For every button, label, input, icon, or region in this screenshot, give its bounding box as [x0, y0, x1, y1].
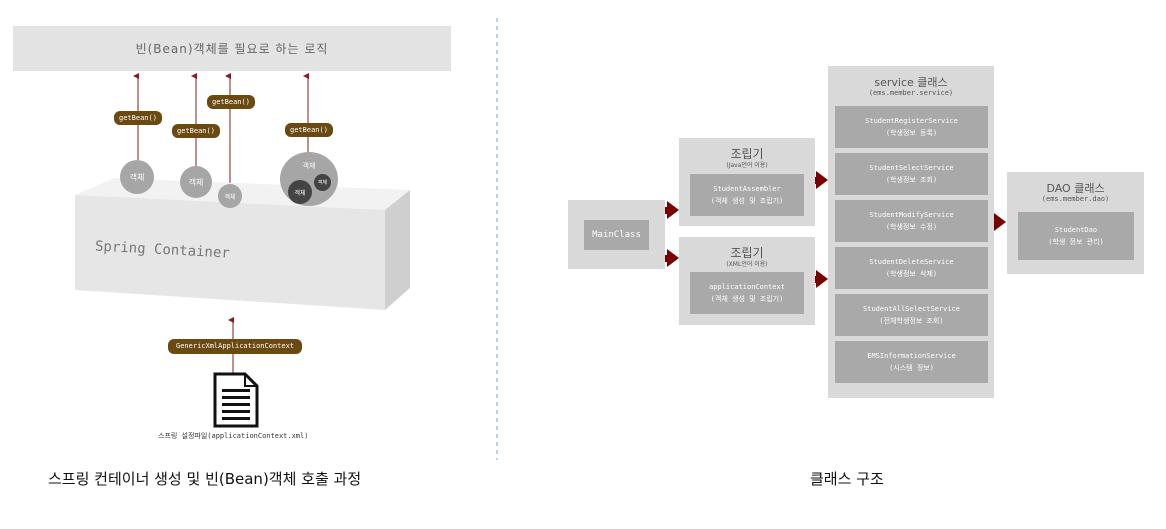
mainclass-label: MainClass — [584, 220, 649, 250]
service-item: EMSInformationService(시스템 정보) — [835, 341, 988, 383]
bean-object-2: 객체 — [180, 166, 212, 198]
arrow-asm2-to-service-icon — [816, 270, 828, 288]
generic-context-pill: GenericXmlApplicationContext — [168, 339, 303, 354]
bean-object-1: 객체 — [120, 160, 154, 194]
bean-logic-banner: 빈(Bean)객체를 필요로 하는 로직 — [13, 26, 451, 71]
student-assembler-name: StudentAssembler — [713, 185, 781, 193]
student-dao-box: StudentDao (학생 정보 관리) — [1018, 212, 1134, 260]
getbean-pill-3: getBean() — [207, 95, 255, 109]
getbean-pill-1: getBean() — [114, 111, 162, 125]
student-assembler-box: StudentAssembler (객체 생성 및 조립기) — [690, 174, 804, 216]
config-file-label: 스프링 설정파일(applicationContext.xml) — [158, 432, 309, 440]
student-dao-name: StudentDao — [1054, 226, 1098, 234]
container-top-face — [75, 178, 410, 210]
student-assembler-desc: (객체 생성 및 조립기) — [710, 197, 784, 205]
service-class-package: (ems.member.service) — [868, 89, 954, 97]
assembler-xml-title: 조립기 — [730, 246, 764, 260]
assembler-xml-subtitle: (XML언어 이용) — [726, 261, 768, 268]
getbean-pill-2: getBean() — [172, 124, 220, 138]
application-context-box: applicationContext (객체 생성 및 조립기) — [690, 272, 804, 314]
service-item: StudentSelectService(학생정보 조회) — [835, 153, 988, 195]
getbean-pill-4: getBean() — [285, 123, 333, 137]
right-caption: 클래스 구조 — [810, 470, 884, 488]
arrow-asm1-to-service-icon — [816, 171, 828, 189]
service-item: StudentAllSelectService(전체학생정보 조회) — [835, 294, 988, 336]
application-context-name: applicationContext — [709, 283, 785, 291]
service-class-title: service 클래스 — [874, 76, 948, 89]
document-icon — [213, 372, 259, 428]
banner-label: 빈(Bean)객체를 필요로 하는 로직 — [135, 42, 329, 56]
application-context-desc: (객체 생성 및 조립기) — [710, 295, 784, 303]
service-item: StudentDeleteService(학생정보 삭제) — [835, 247, 988, 289]
bean-object-3: 객체 — [218, 184, 242, 208]
arrow-main-to-asm1-icon — [667, 201, 679, 219]
assembler-java-title: 조립기 — [730, 147, 764, 161]
container-side-face — [385, 190, 410, 310]
service-item: StudentRegisterService(학생정보 등록) — [835, 106, 988, 148]
assembler-java-subtitle: (Java언어 이용) — [726, 162, 768, 169]
student-dao-desc: (학생 정보 관리) — [1048, 238, 1104, 246]
arrow-service-to-dao-icon — [994, 213, 1006, 231]
container-diagram — [75, 18, 498, 460]
service-item: StudentModifyService(학생정보 수정) — [835, 200, 988, 242]
container-front-face — [75, 195, 385, 310]
bean-object-5: 객체 — [288, 180, 312, 204]
bean-object-6: 객체 — [314, 174, 331, 191]
dao-class-package: (ems.member.dao) — [1041, 195, 1110, 203]
arrow-main-to-asm2-icon — [667, 249, 679, 267]
dao-class-title: DAO 클래스 — [1046, 182, 1105, 195]
left-caption: 스프링 컨테이너 생성 및 빈(Bean)객체 호출 과정 — [48, 470, 362, 488]
